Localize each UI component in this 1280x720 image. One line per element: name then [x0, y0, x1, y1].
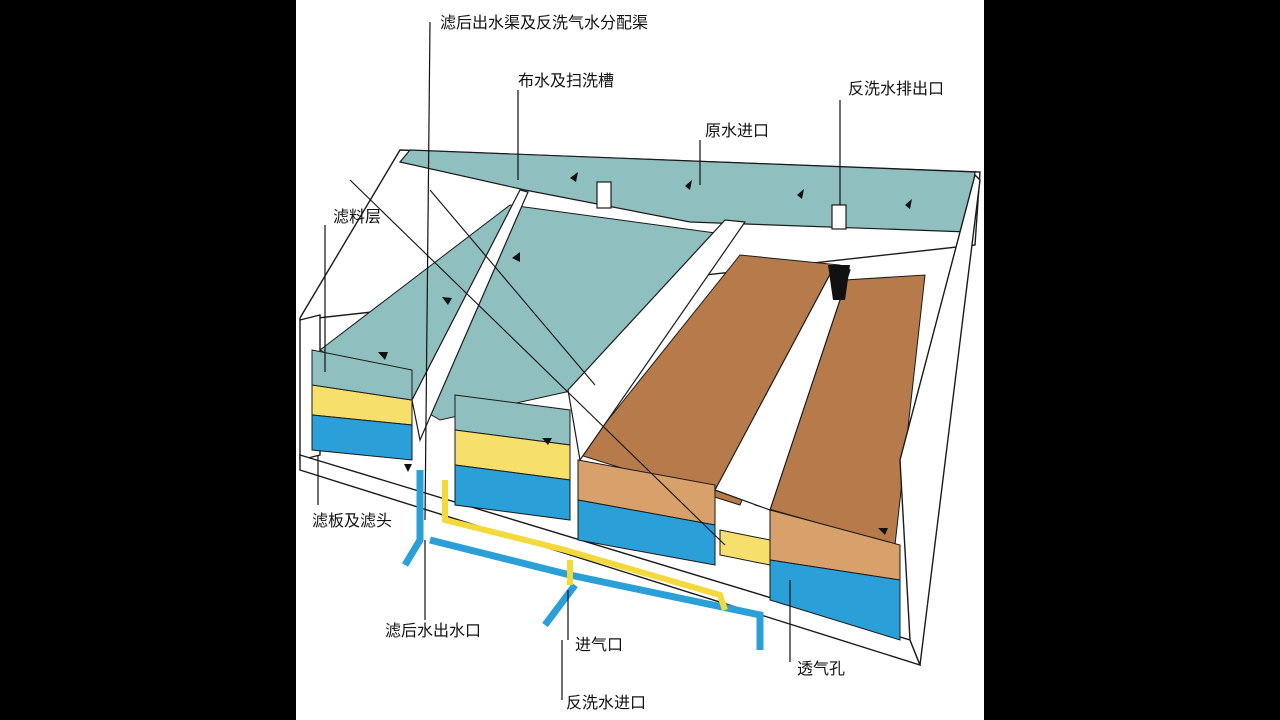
backwash-inlet-branch: [542, 582, 578, 628]
arrow-icon: [512, 252, 520, 262]
label-backwash-inlet: 反洗水进口: [566, 693, 647, 712]
arrow-icon: [905, 199, 912, 209]
label-filtered-channel: 滤后出水渠及反洗气水分配渠: [440, 13, 649, 32]
label-filtered-outlet: 滤后水出水口: [385, 621, 482, 640]
arrow-icon: [797, 189, 804, 199]
air-pipe: [442, 480, 728, 611]
center-yellow-block: [719, 529, 771, 566]
arrow-icon: [378, 352, 388, 360]
arrow-icon: [685, 180, 692, 190]
backwash-pipe: [429, 536, 764, 650]
diagonal-guide-1: [349, 179, 726, 546]
right-cell-gravel-front: [577, 499, 716, 566]
left-cell-gravel: [311, 414, 413, 461]
mid-trough-wall: [567, 219, 747, 462]
mid-cell-gravel: [454, 464, 571, 521]
label-raw-water-inlet: 原水进口: [705, 121, 770, 140]
right-trough-wall: [714, 264, 851, 511]
right2-cell-gravel-front: [769, 559, 901, 641]
diagonal-guide-2: [429, 189, 596, 386]
label-filter-media: 滤料层: [333, 207, 382, 226]
drain-gate: [828, 265, 850, 300]
label-filter-plate: 滤板及滤头: [312, 511, 393, 530]
inlet-post-left: [596, 181, 612, 209]
label-air-inlet: 进气口: [575, 635, 624, 654]
left-trough-wall: [411, 189, 529, 442]
inlet-post-right: [831, 204, 847, 230]
arrow-icon: [442, 297, 452, 305]
leader-filtered-channel: [424, 21, 431, 521]
filtered-water-pipe: [401, 470, 424, 567]
flow-arrows: [378, 172, 912, 535]
arrow-icon: [878, 528, 888, 535]
arrow-icon: [570, 172, 578, 182]
raw-water-channel: [398, 149, 976, 233]
right-outer-wall: [899, 173, 981, 666]
arrow-icon: [542, 438, 552, 445]
label-vent-hole: 透气孔: [797, 659, 846, 678]
label-distribution-trough: 布水及扫洗槽: [518, 71, 615, 90]
label-backwash-drain: 反洗水排出口: [848, 79, 945, 98]
arrow-icon: [404, 464, 412, 472]
